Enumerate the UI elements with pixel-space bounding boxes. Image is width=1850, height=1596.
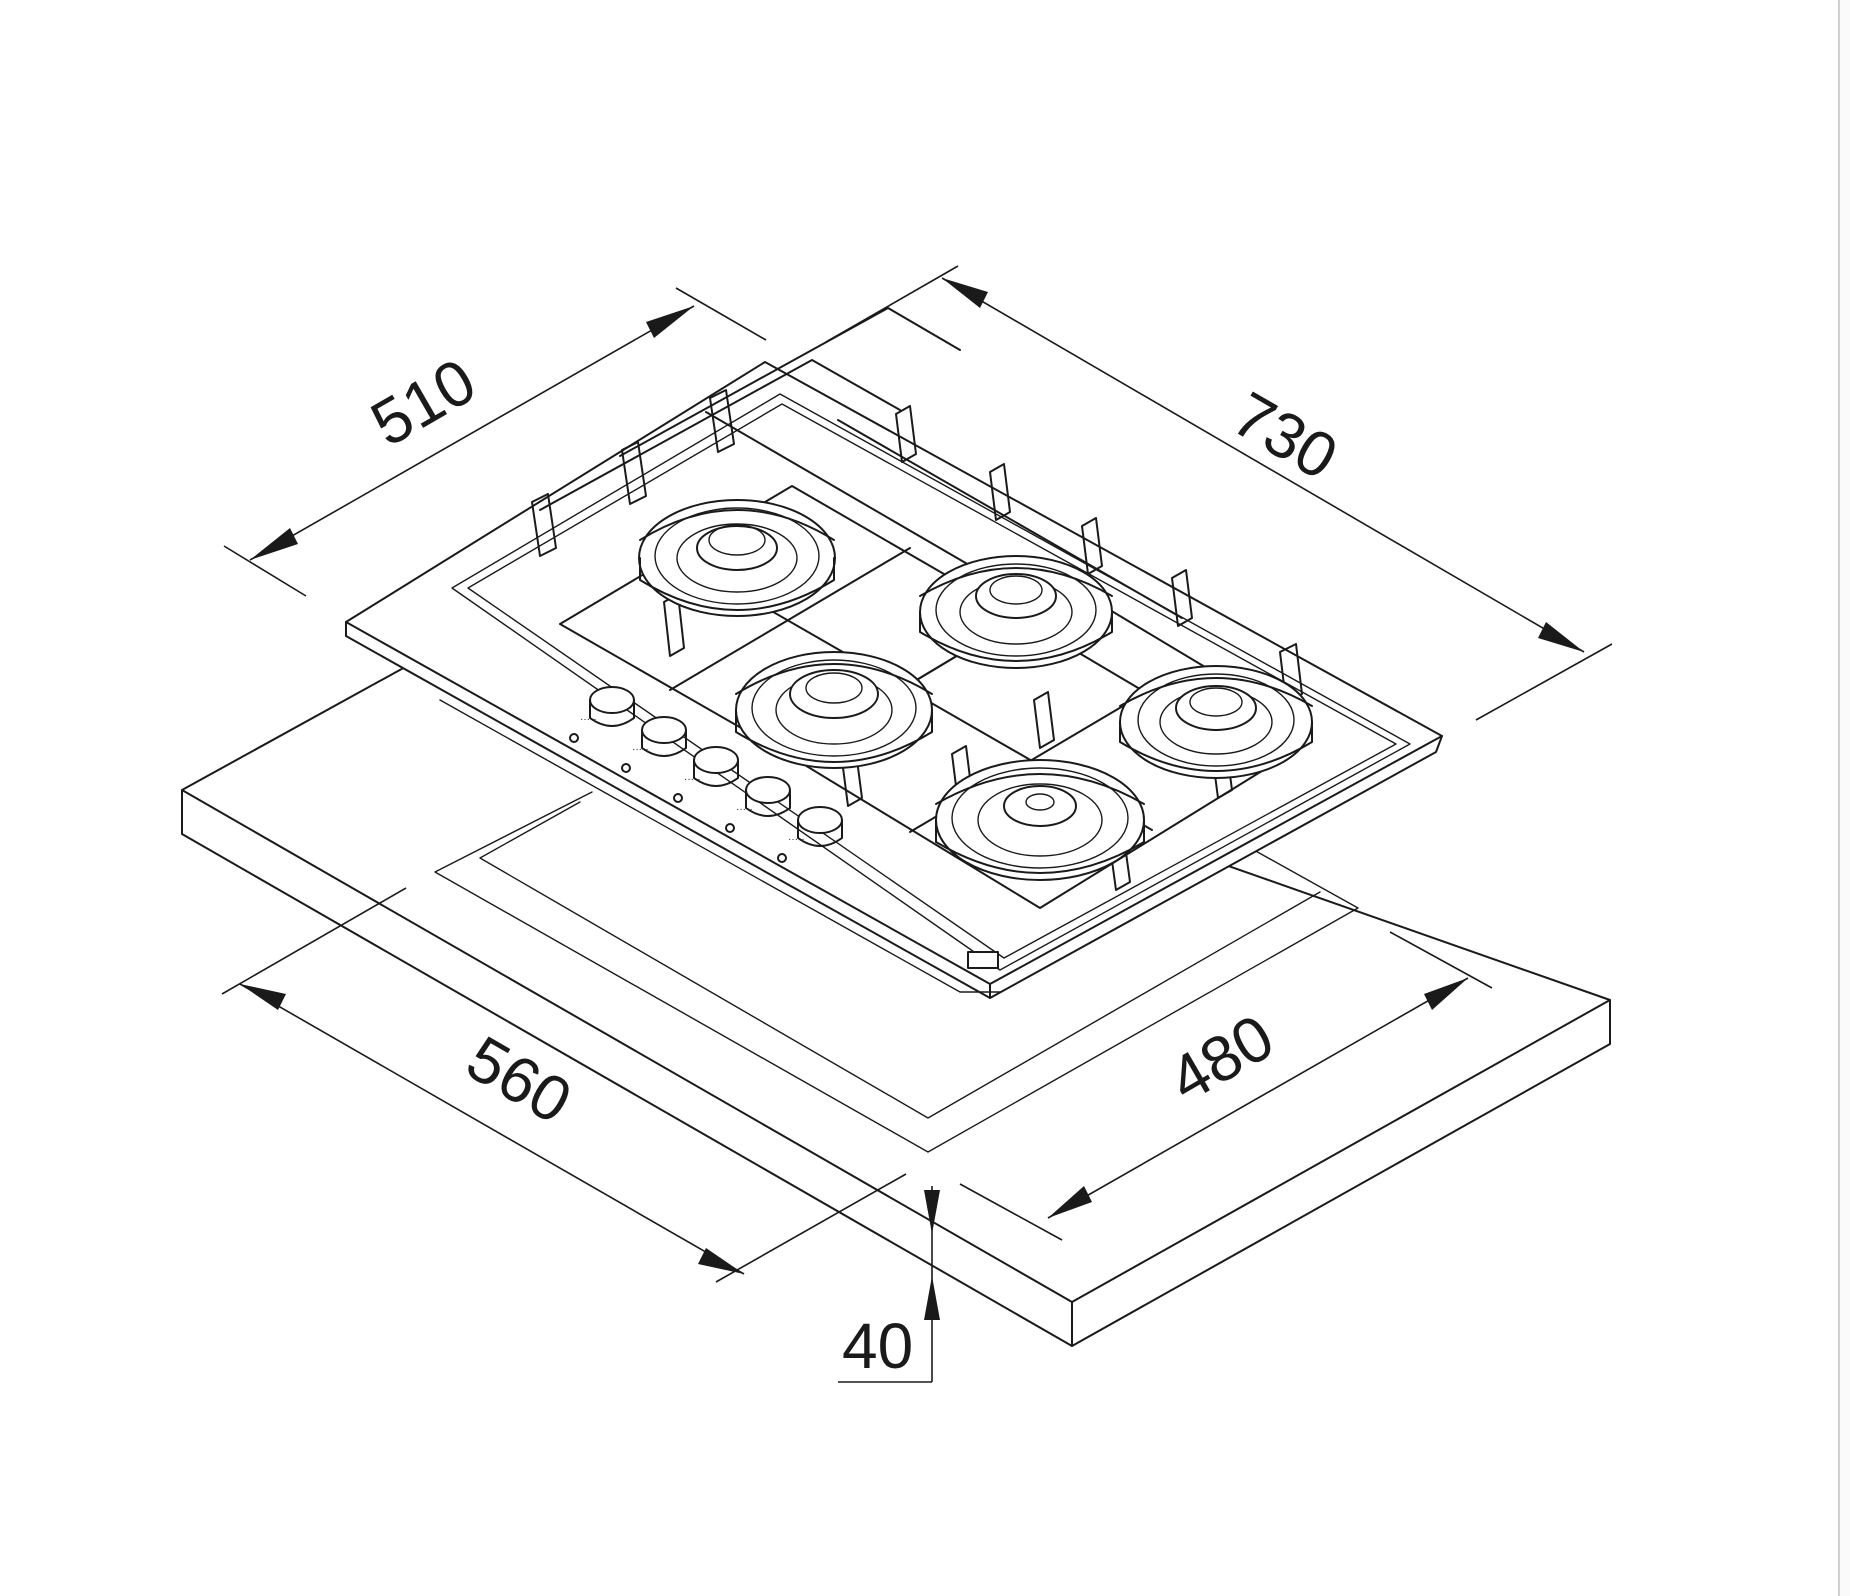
burner-front-left	[735, 651, 933, 769]
dimension-730-label: 730	[1221, 378, 1349, 494]
dimension-510-label: 510	[359, 344, 487, 460]
burner-front-center	[935, 759, 1145, 881]
knob-5: ·····	[777, 806, 843, 863]
dimension-40-label: 40	[842, 1310, 913, 1382]
cutout-outline	[434, 791, 1359, 1153]
knob-2: ·····	[621, 716, 687, 773]
svg-text:·····: ·····	[684, 774, 701, 785]
window-edge-strip	[1838, 0, 1850, 1596]
svg-text:·····: ·····	[736, 804, 753, 815]
knob-1: ·····	[569, 686, 635, 743]
knob-4: ·····	[725, 776, 791, 833]
burner-rear-left	[638, 499, 836, 617]
burner-front-right	[1119, 665, 1313, 779]
knob-3: ·····	[673, 746, 739, 803]
svg-text:·····: ·····	[788, 834, 805, 845]
svg-text:·····: ·····	[632, 744, 649, 755]
svg-text:·····: ·····	[580, 714, 597, 725]
brand-logo	[967, 951, 999, 969]
dimension-40: 40	[838, 1186, 940, 1383]
pan-support-arms	[639, 509, 1313, 805]
burner-rear-right	[919, 555, 1113, 669]
control-knobs: ····· ····· ····· ····· ·····	[569, 686, 843, 863]
